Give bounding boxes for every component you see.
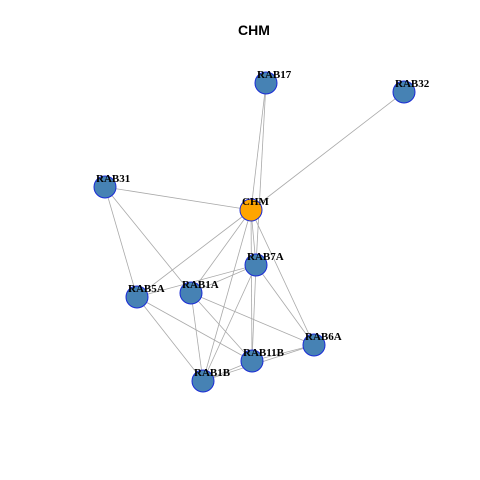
edge-chm-rab5a bbox=[136, 209, 252, 298]
edge-rab7a-rab6a bbox=[255, 264, 315, 346]
node-label-rab17: RAB17 bbox=[257, 69, 292, 81]
node-rab31[interactable] bbox=[93, 175, 117, 199]
edge-chm-rab31 bbox=[104, 186, 252, 211]
node-label-rab1b: RAB1B bbox=[194, 367, 231, 379]
graph-title: CHM bbox=[238, 22, 270, 38]
node-label-rab32: RAB32 bbox=[395, 78, 430, 90]
edge-rab5a-rab11b bbox=[136, 296, 253, 362]
node-label-rab11b: RAB11B bbox=[243, 347, 285, 359]
edge-layer bbox=[104, 82, 405, 382]
edge-rab17-rab7a bbox=[255, 82, 267, 266]
edge-chm-rab1a bbox=[190, 209, 252, 294]
node-label-rab1a: RAB1A bbox=[182, 279, 219, 291]
node-rab6a[interactable] bbox=[302, 333, 326, 357]
edge-rab7a-rab11b bbox=[251, 264, 257, 362]
node-label-rab6a: RAB6A bbox=[305, 331, 342, 343]
node-chm[interactable] bbox=[239, 198, 263, 222]
edge-rab1a-rab11b bbox=[190, 292, 253, 362]
node-rab32[interactable] bbox=[392, 80, 416, 104]
node-label-chm: CHM bbox=[242, 196, 270, 208]
edge-chm-rab11b bbox=[250, 209, 253, 362]
node-rab5a[interactable] bbox=[125, 285, 149, 309]
edge-rab7a-rab1b bbox=[202, 264, 257, 382]
edge-rab1a-rab1b bbox=[190, 292, 204, 382]
node-label-rab31: RAB31 bbox=[96, 173, 130, 185]
edge-rab7a-rab1a bbox=[190, 264, 257, 294]
node-rab11b[interactable] bbox=[240, 349, 264, 373]
edge-chm-rab1b bbox=[202, 209, 252, 382]
node-rab17[interactable] bbox=[254, 71, 278, 95]
edge-chm-rab17 bbox=[250, 82, 267, 211]
node-rab1a[interactable] bbox=[179, 281, 203, 305]
edge-rab31-rab5a bbox=[104, 186, 138, 298]
edge-chm-rab32 bbox=[250, 91, 405, 211]
node-rab7a[interactable] bbox=[244, 253, 268, 277]
node-label-rab5a: RAB5A bbox=[128, 283, 165, 295]
node-rab1b[interactable] bbox=[191, 369, 215, 393]
edge-rab1a-rab6a bbox=[190, 292, 315, 346]
node-layer bbox=[93, 71, 416, 393]
edge-rab31-rab1a bbox=[104, 186, 192, 294]
edge-chm-rab6a bbox=[250, 209, 315, 346]
edge-rab5a-rab1b bbox=[136, 296, 204, 382]
edge-rab7a-rab5a bbox=[136, 264, 257, 298]
node-label-rab7a: RAB7A bbox=[247, 251, 284, 263]
